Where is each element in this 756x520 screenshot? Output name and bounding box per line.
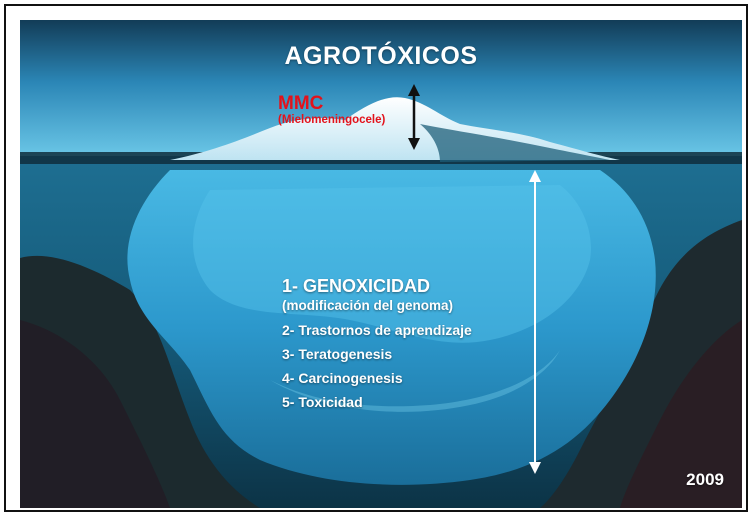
iceberg-scene-graphic: [20, 20, 742, 508]
tip-abbreviation: MMC: [278, 93, 324, 114]
main-title: AGROTÓXICOS: [284, 42, 478, 70]
effect-item-5: 5- Toxicidad: [282, 394, 363, 410]
effect-item-1-detail: (modificación del genoma): [282, 298, 454, 313]
seabed-left-shade: [20, 320, 170, 508]
iceberg-underwater-glow: [270, 350, 560, 412]
seabed-right-shade: [620, 320, 742, 508]
iceberg-illustration: AGROTÓXICOS MMC (Mielomeningocele) 1- GE…: [20, 20, 742, 508]
tip-full-name: (Mielomeningocele): [278, 114, 386, 126]
iceberg-underwater-light: [193, 185, 591, 343]
year-label: 2009: [686, 470, 724, 489]
iceberg-underwater: [127, 170, 656, 485]
submerged-depth-arrow: [529, 170, 541, 474]
image-frame: AGROTÓXICOS MMC (Mielomeningocele) 1- GE…: [4, 4, 748, 512]
effect-item-4: 4- Carcinogenesis: [282, 370, 403, 386]
tip-height-arrow: [408, 84, 420, 150]
submerged-effects-list: 1- GENOXICIDAD (modificación del genoma)…: [282, 276, 472, 417]
effect-item-3: 3- Teratogenesis: [282, 346, 393, 362]
effect-item-2: 2- Trastornos de aprendizaje: [282, 322, 472, 338]
effect-item-1: 1- GENOXICIDAD: [282, 276, 431, 296]
iceberg-tip-shadow: [420, 124, 610, 162]
tip-label: MMC (Mielomeningocele): [278, 94, 385, 127]
